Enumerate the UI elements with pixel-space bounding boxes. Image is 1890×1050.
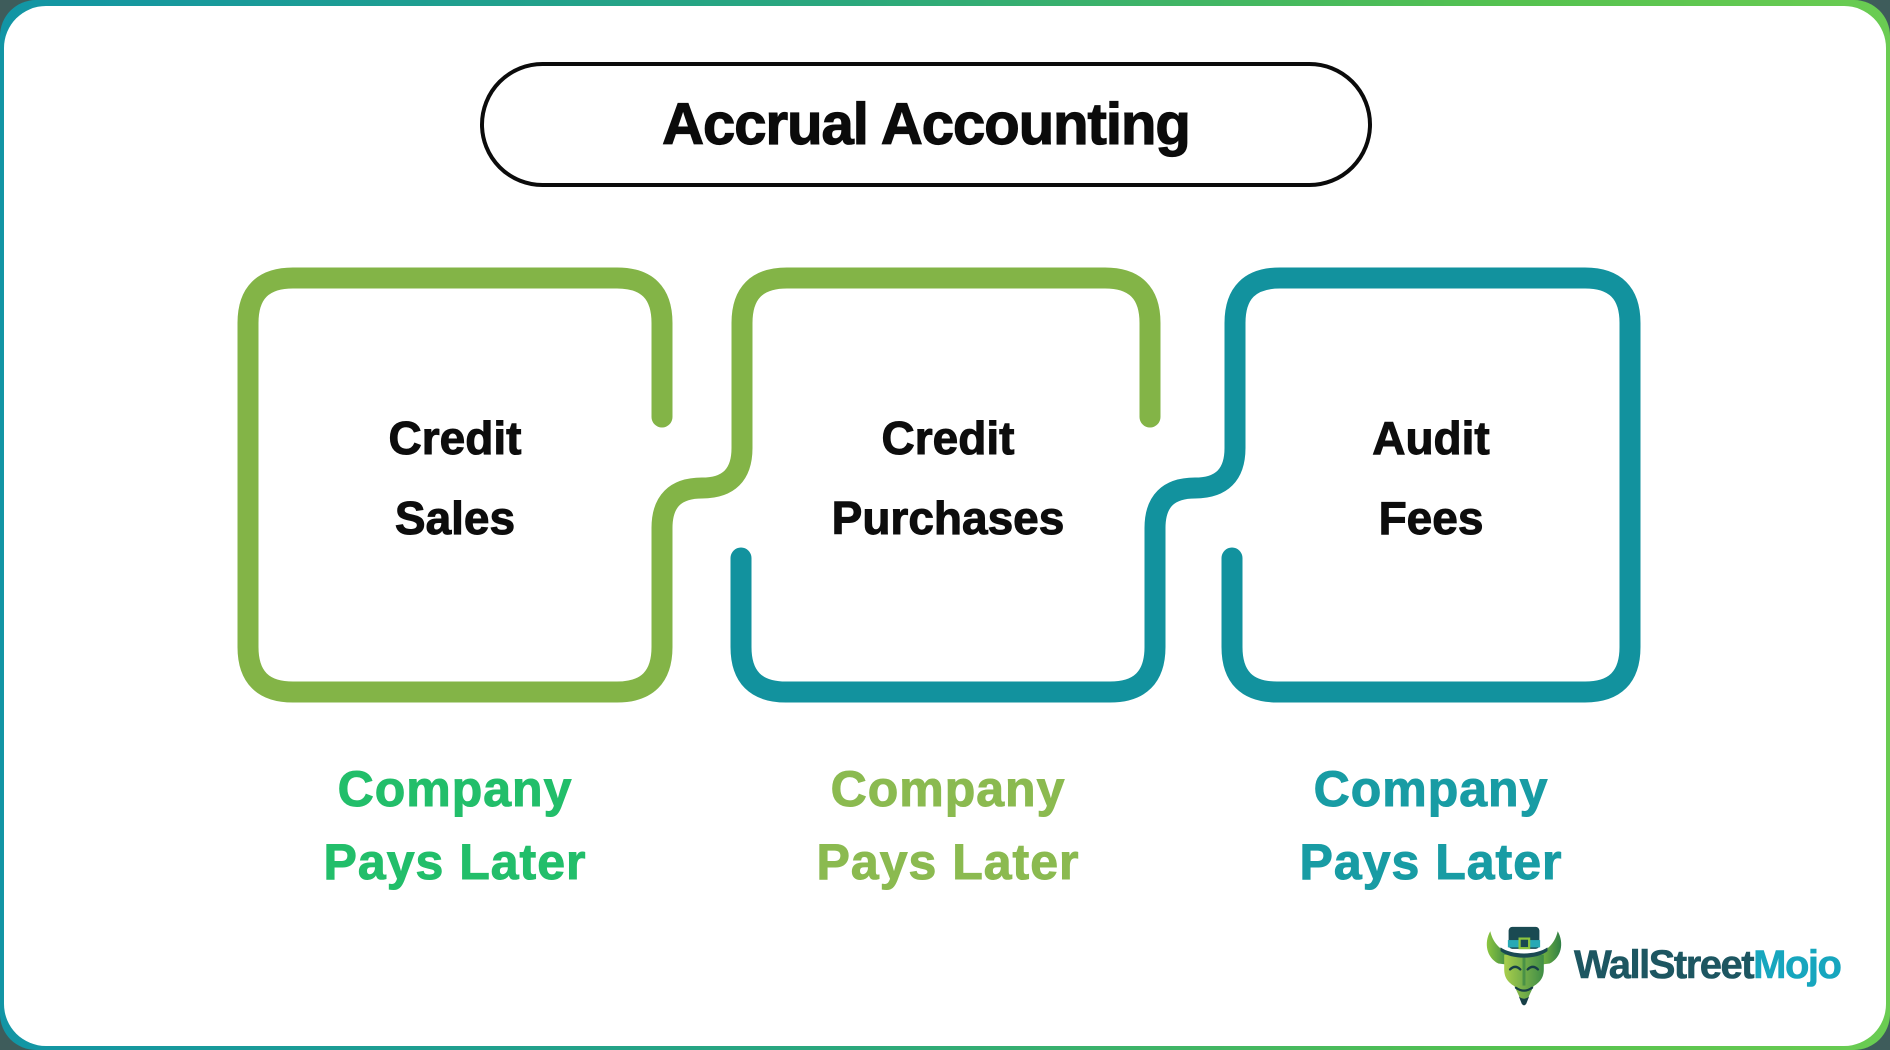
box-label-credit-purchases: Credit Purchases (831, 412, 1065, 545)
sublabel-company-pays-later-3: Company Pays Later (1299, 761, 1563, 891)
bull-with-top-hat-icon (1486, 926, 1562, 1006)
title-pill: Accrual Accounting (480, 62, 1372, 187)
page-title: Accrual Accounting (662, 91, 1192, 157)
box-outline-teal-path (730, 267, 1641, 703)
wallstreetmojo-logo: WallStreetMojo (1480, 920, 1843, 1010)
logo-text-mojo: Mojo (1753, 942, 1842, 987)
box-label-credit-sales: Credit Sales (388, 412, 522, 545)
sublabel-company-pays-later-1: Company Pays Later (323, 761, 587, 891)
sublabel-company-pays-later-2: Company Pays Later (816, 761, 1080, 891)
logo-text-wallstreet: WallStreet (1574, 942, 1755, 987)
box-label-audit-fees: Audit Fees (1372, 412, 1491, 545)
box-outline-green-path (237, 267, 1161, 703)
logo-wordmark: WallStreetMojo (1574, 942, 1843, 988)
